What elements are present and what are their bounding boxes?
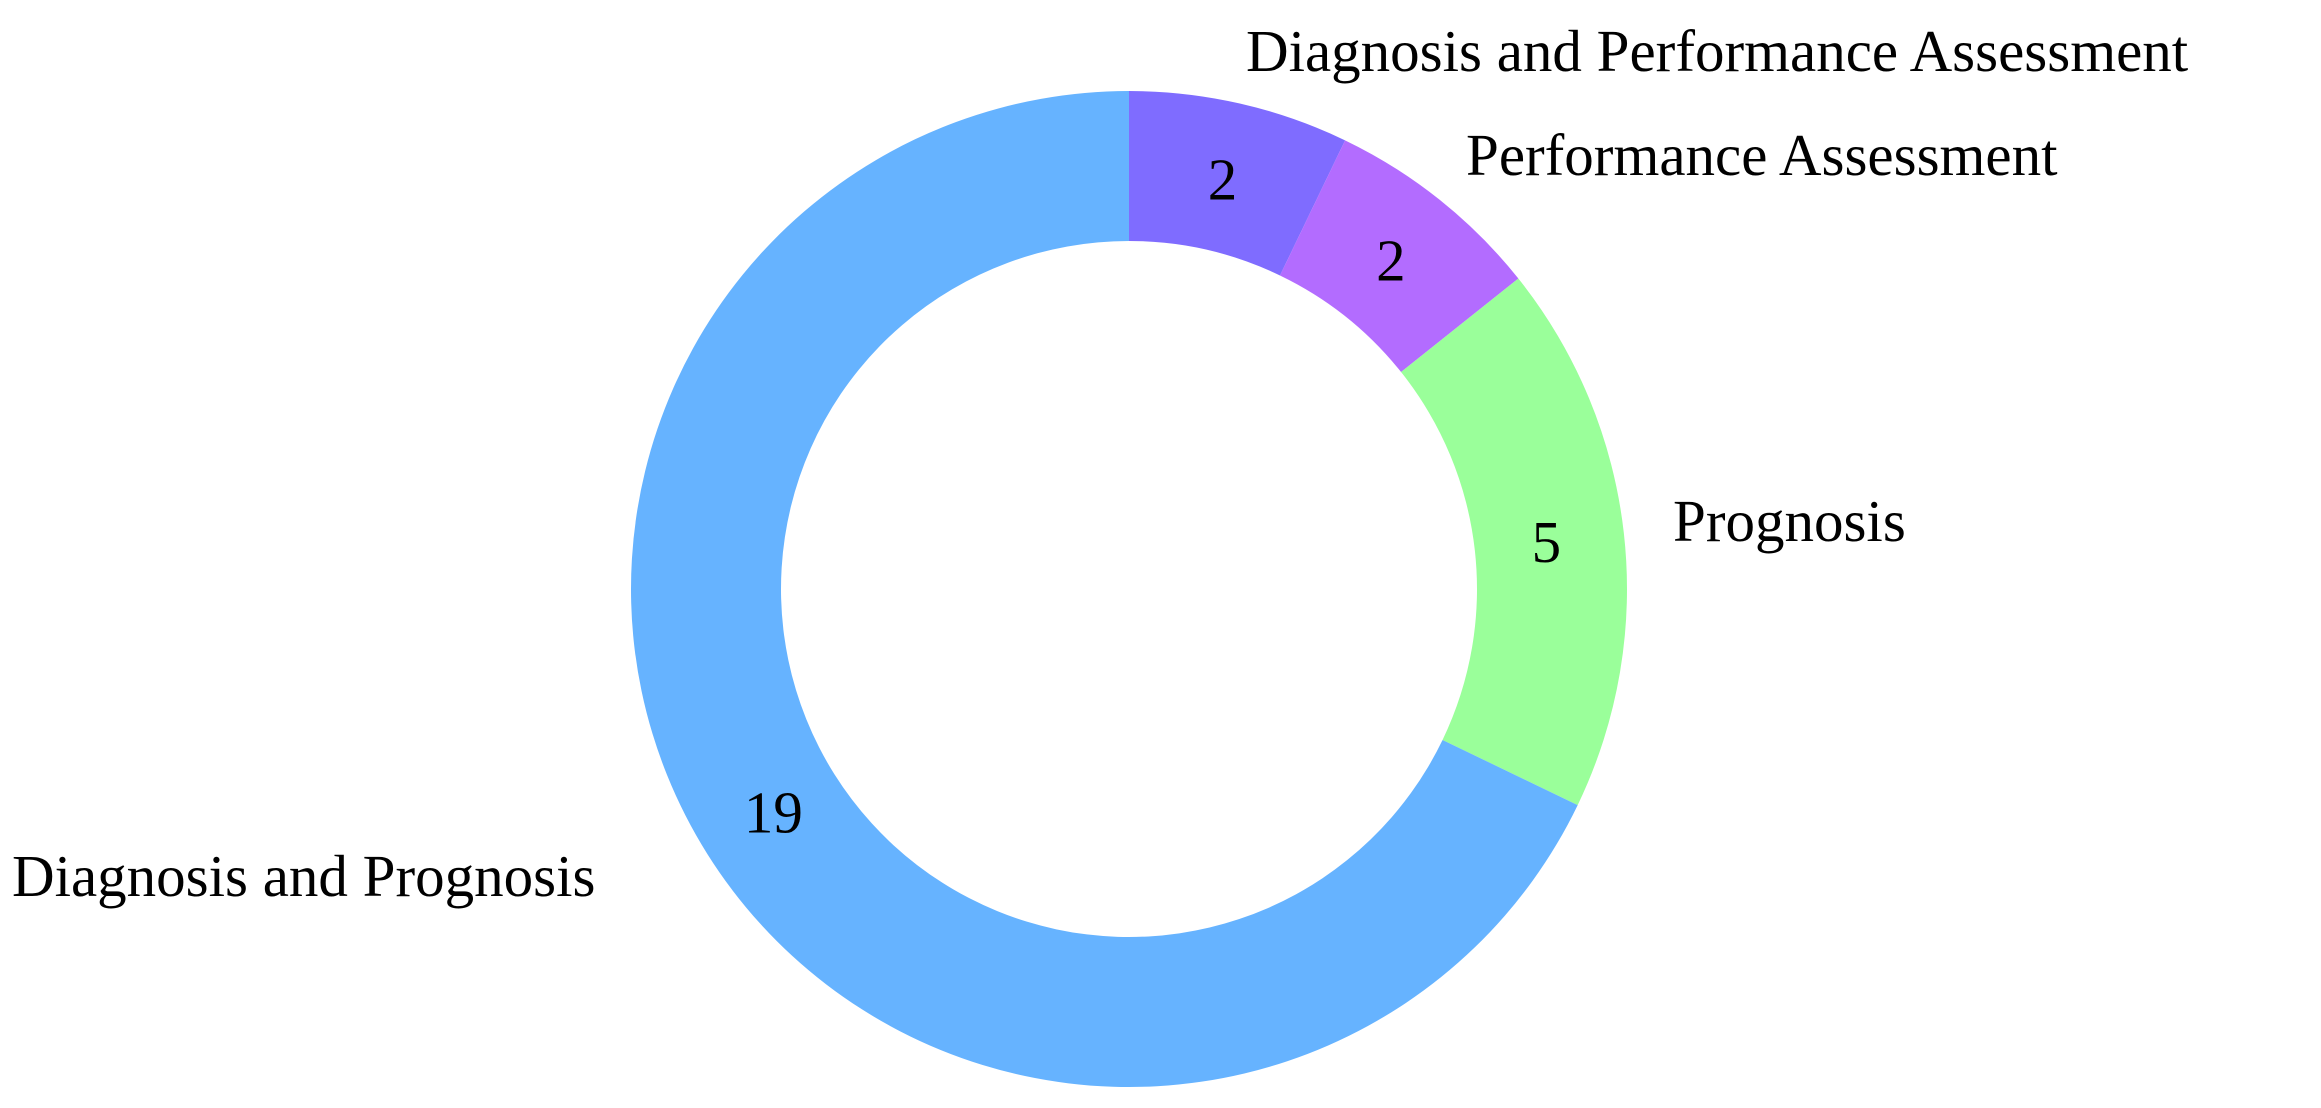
slice-diagnosis-and-prognosis: [630, 91, 1578, 1087]
value-label-performance-assessment: 2: [1376, 228, 1406, 294]
category-label-diagnosis-and-performance-assessment: Diagnosis and Performance Assessment: [1246, 18, 2189, 84]
value-label-diagnosis-and-performance-assessment: 2: [1208, 147, 1238, 213]
category-label-performance-assessment: Performance Assessment: [1466, 122, 2058, 188]
slice-diagnosis-and-performance-assessment: [1129, 91, 1346, 276]
category-labels-layer: Diagnosis and Performance AssessmentPerf…: [12, 18, 2189, 909]
value-labels-layer: 2 2 5 19: [744, 147, 1561, 846]
category-label-diagnosis-and-prognosis: Diagnosis and Prognosis: [12, 843, 595, 909]
category-label-prognosis: Prognosis: [1673, 488, 1906, 554]
slice-prognosis: [1401, 278, 1627, 806]
slices-layer: [630, 91, 1627, 1087]
slice-performance-assessment: [1279, 140, 1519, 373]
value-label-diagnosis-and-prognosis: 19: [744, 779, 803, 845]
value-label-prognosis: 5: [1532, 509, 1562, 575]
